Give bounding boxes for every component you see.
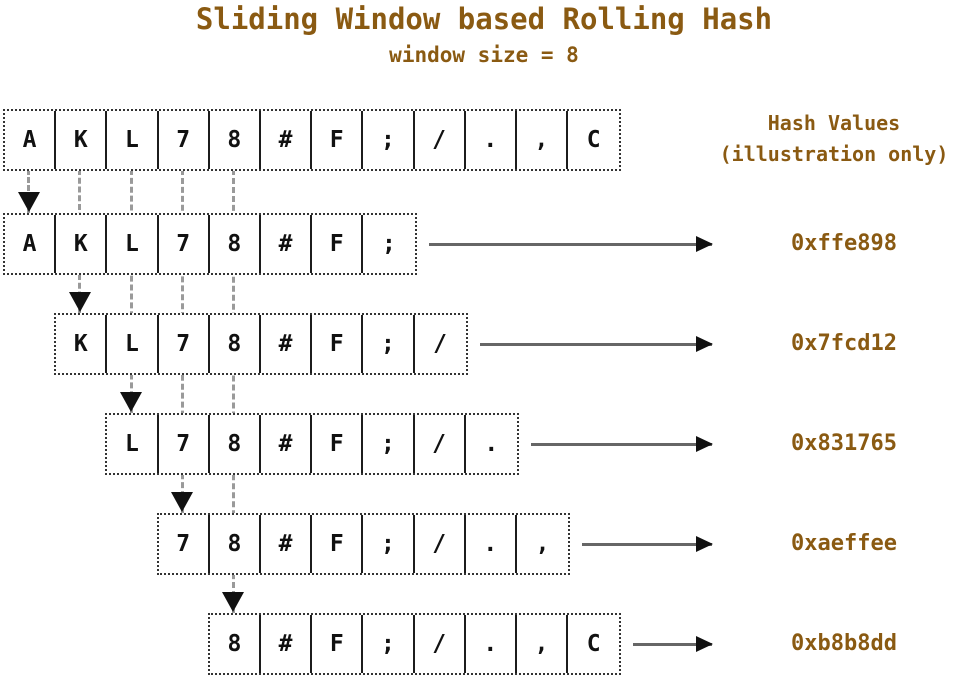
window-2-cell-7: . [465, 415, 517, 473]
window-0-cell-5: # [260, 215, 313, 273]
window-1-cell-3: 8 [209, 315, 261, 373]
window-row-4: 8#F;/.,C [207, 613, 622, 675]
window-start-arrow-1 [68, 292, 91, 312]
window-1-cell-0: K [56, 315, 108, 373]
hash-arrow-3 [582, 536, 713, 552]
window-start-arrow-4 [222, 592, 245, 612]
window-3-cell-6: . [465, 515, 517, 573]
hash-arrow-2 [531, 436, 713, 452]
hash-value-2: 0x831765 [791, 431, 897, 456]
window-1-cell-4: # [260, 315, 313, 373]
page-title: Sliding Window based Rolling Hash [195, 2, 773, 36]
window-2-cell-6: / [414, 415, 466, 473]
connector-line-2 [129, 169, 133, 415]
window-2-cell-0: L [107, 415, 159, 473]
window-4-cell-0: 8 [209, 615, 261, 673]
window-3-cell-1: 8 [209, 515, 261, 573]
stream-cell-6: F [312, 111, 364, 169]
stream-cell-10: , [516, 111, 569, 169]
window-1-cell-5: F [312, 315, 364, 373]
hash-arrow-0 [428, 236, 714, 252]
stream-cell-9: . [465, 111, 517, 169]
stream-cell-11: C [568, 111, 620, 169]
stream-cell-5: # [260, 111, 313, 169]
window-3-cell-2: # [260, 515, 313, 573]
hash-value-0: 0xffe898 [791, 231, 897, 256]
window-2-cell-1: 7 [158, 415, 210, 473]
window-0-cell-4: 8 [209, 215, 261, 273]
stream-cell-1: K [56, 111, 108, 169]
window-4-cell-5: . [465, 615, 517, 673]
window-1-cell-1: L [107, 315, 159, 373]
window-4-cell-4: / [414, 615, 466, 673]
window-start-arrow-3 [171, 492, 194, 512]
page-subtitle: window size = 8 [389, 43, 579, 67]
window-0-cell-2: L [107, 215, 159, 273]
window-4-cell-6: , [516, 615, 569, 673]
hash-value-1: 0x7fcd12 [791, 331, 897, 356]
window-0-cell-6: F [312, 215, 364, 273]
window-2-cell-3: # [260, 415, 313, 473]
hash-value-3: 0xaeffee [791, 531, 897, 556]
window-2-cell-2: 8 [209, 415, 261, 473]
window-2-cell-4: F [312, 415, 364, 473]
stream-cell-0: A [5, 111, 57, 169]
stream-cell-3: 7 [158, 111, 210, 169]
window-4-cell-7: C [568, 615, 620, 673]
window-4-cell-3: ; [363, 615, 415, 673]
window-start-arrow-2 [120, 392, 142, 412]
connector-line-4 [231, 169, 235, 615]
window-0-cell-3: 7 [158, 215, 210, 273]
stream-cell-2: L [107, 111, 159, 169]
hash-arrow-4 [633, 636, 713, 652]
window-1-cell-7: / [414, 315, 466, 373]
hash-column-header-line2: (illustration only) [719, 142, 949, 166]
stream-cell-7: ; [363, 111, 415, 169]
window-4-cell-2: F [312, 615, 364, 673]
hash-column-header: Hash Values (illustration only) [700, 108, 968, 170]
window-0-cell-1: K [56, 215, 108, 273]
window-3-cell-4: ; [363, 515, 415, 573]
stream-cell-4: 8 [209, 111, 261, 169]
window-2-cell-5: ; [363, 415, 415, 473]
window-3-cell-3: F [312, 515, 364, 573]
window-0-cell-0: A [5, 215, 57, 273]
window-start-arrow-0 [17, 192, 40, 212]
window-1-cell-2: 7 [158, 315, 210, 373]
window-3-cell-7: , [516, 515, 569, 573]
hash-column-header-line1: Hash Values [767, 111, 901, 135]
window-3-cell-5: / [414, 515, 466, 573]
window-1-cell-6: ; [363, 315, 415, 373]
stream-cell-8: / [414, 111, 466, 169]
hash-arrow-1 [479, 336, 714, 352]
window-4-cell-1: # [260, 615, 313, 673]
window-3-cell-0: 7 [158, 515, 210, 573]
window-0-cell-7: ; [363, 215, 415, 273]
hash-value-4: 0xb8b8dd [791, 631, 897, 656]
